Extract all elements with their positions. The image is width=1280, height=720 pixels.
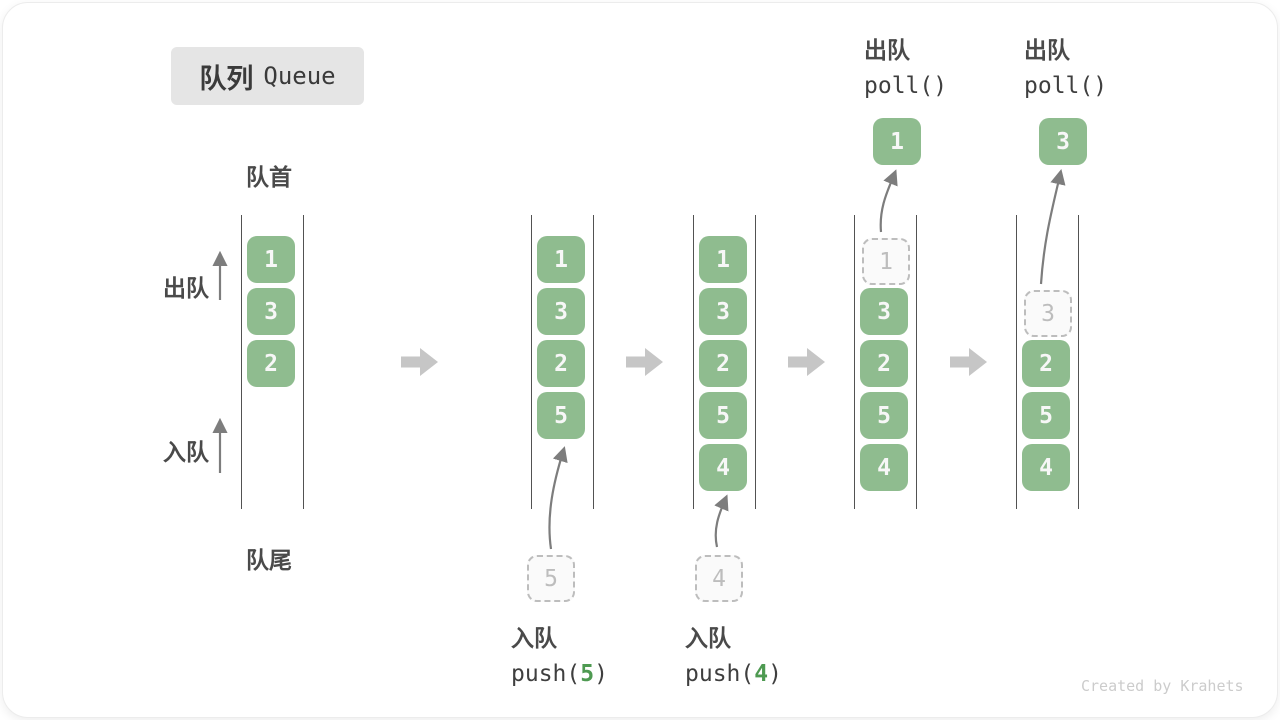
push-operation-label: 入队 push(5) (511, 619, 608, 687)
queue-item-ghost: 1 (862, 238, 910, 285)
queue-column-after-poll-1 (854, 215, 917, 509)
queue-item: 3 (247, 288, 295, 335)
incoming-item-ghost: 4 (695, 555, 743, 602)
queue-rear-label: 队尾 (246, 547, 292, 573)
enqueue-op-zh: 入队 (511, 625, 557, 651)
queue-column-after-push-5 (531, 215, 594, 509)
queue-item: 2 (1022, 340, 1070, 387)
queue-item: 1 (247, 236, 295, 283)
queue-front-label: 队首 (246, 164, 292, 190)
polled-item: 1 (873, 118, 921, 165)
flow-arrow-icon (401, 348, 438, 376)
title-en: Queue (263, 62, 336, 90)
queue-item: 5 (1022, 392, 1070, 439)
queue-item: 2 (699, 340, 747, 387)
push-arg: 5 (580, 661, 595, 687)
poll-code: poll() (864, 73, 948, 99)
title-badge: 队列 Queue (171, 47, 364, 105)
queue-item: 1 (699, 236, 747, 283)
push-code: push(5) (511, 661, 608, 687)
enqueue-op-zh: 入队 (685, 625, 731, 651)
queue-item-ghost: 3 (1024, 290, 1072, 337)
push-operation-label: 入队 push(4) (685, 619, 782, 687)
queue-item: 1 (537, 236, 585, 283)
flow-arrow-icon (788, 348, 825, 376)
queue-item: 4 (860, 444, 908, 491)
dequeue-op-zh: 出队 (1024, 37, 1070, 63)
push-arg: 4 (754, 661, 769, 687)
poll-operation-label: 出队 poll() (864, 31, 947, 99)
queue-column-after-push-4 (693, 215, 756, 509)
queue-item: 2 (860, 340, 908, 387)
dequeue-op-zh: 出队 (864, 37, 910, 63)
queue-item: 4 (699, 444, 747, 491)
watermark: Created by Krahets (1081, 677, 1244, 695)
queue-item: 3 (699, 288, 747, 335)
enqueue-side-label: 入队 (163, 439, 209, 465)
flow-arrow-icon (950, 348, 987, 376)
queue-item: 4 (1022, 444, 1070, 491)
poll-operation-label: 出队 poll() (1024, 31, 1107, 99)
queue-item: 2 (537, 340, 585, 387)
queue-item: 3 (860, 288, 908, 335)
arrows-layer (212, 168, 1066, 550)
dequeue-side-label: 出队 (163, 275, 209, 301)
queue-item: 3 (537, 288, 585, 335)
queue-column-initial (241, 215, 304, 509)
incoming-item-ghost: 5 (527, 555, 575, 602)
title-zh: 队列 (199, 63, 254, 94)
push-code: push(4) (685, 661, 782, 687)
queue-column-after-poll-3 (1016, 215, 1079, 509)
queue-item: 5 (537, 392, 585, 439)
queue-item: 2 (247, 340, 295, 387)
queue-item: 5 (699, 392, 747, 439)
queue-item: 5 (860, 392, 908, 439)
polled-item: 3 (1039, 118, 1087, 165)
poll-code: poll() (1024, 73, 1108, 99)
flow-arrow-icon (626, 348, 663, 376)
